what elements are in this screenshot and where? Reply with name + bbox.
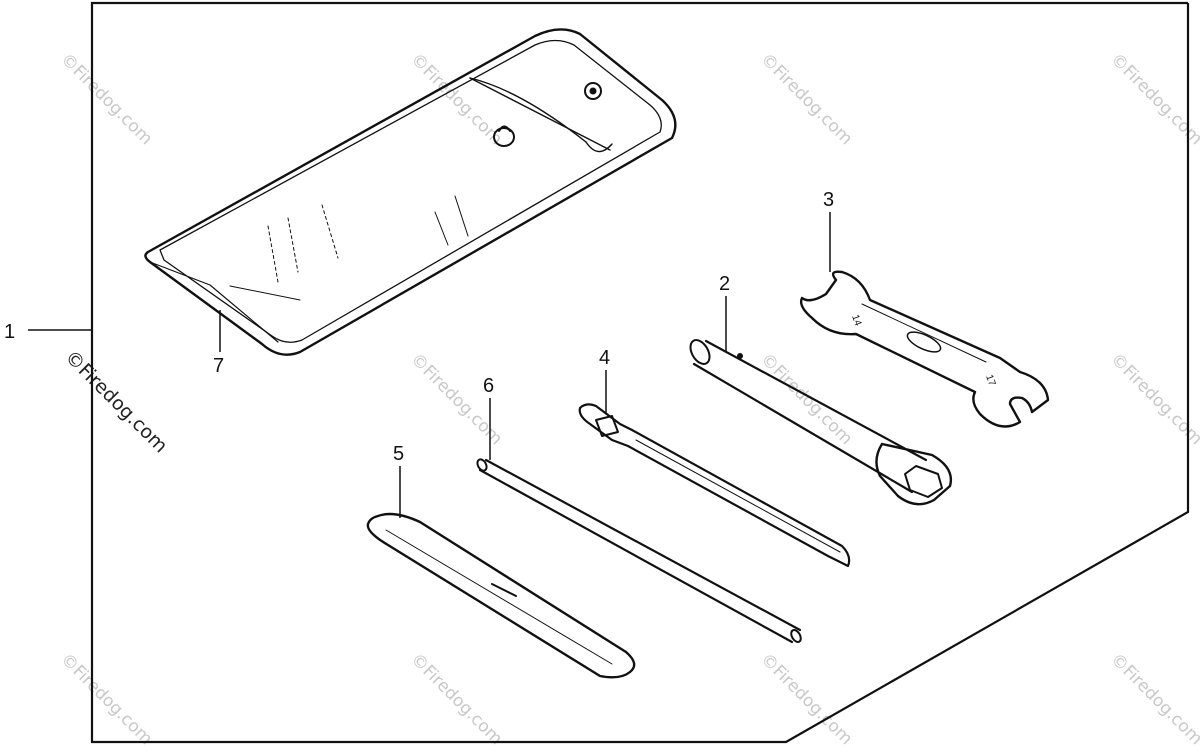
callout-3: 3 [823,189,834,211]
callout-7: 7 [213,355,224,377]
wrench-size-right: 17 [983,373,997,388]
callout-6: 6 [483,375,494,397]
callout-5: 5 [393,443,404,465]
wrench-size-left: 14 [849,313,863,328]
flat-lever [366,512,636,679]
kit-boundary [90,1,1190,744]
callout-4: 4 [599,347,610,369]
watermark: ©Firedog.com [406,649,506,749]
watermark: ©Firedog.com [756,649,856,749]
watermark: ©Firedog.com [756,49,856,149]
callout-2: 2 [719,273,730,295]
watermark: ©Firedog.com [56,649,156,749]
watermark-dark: ©Firedog.com [60,346,171,457]
screwdriver [578,403,851,568]
callout-1: 1 [4,321,15,343]
watermark: ©Firedog.com [1106,649,1200,749]
watermark-layer: ©Firedog.com ©Firedog.com ©Firedog.com ©… [56,49,1200,749]
watermark: ©Firedog.com [756,349,856,449]
watermark: ©Firedog.com [56,49,156,149]
watermark: ©Firedog.com [1106,49,1200,149]
plug-wrench [689,339,953,506]
open-end-wrench [799,270,1050,428]
handle-bar [476,458,802,644]
watermark: ©Firedog.com [1106,349,1200,449]
watermark: ©Firedog.com [406,349,506,449]
tool-bag [144,28,677,356]
